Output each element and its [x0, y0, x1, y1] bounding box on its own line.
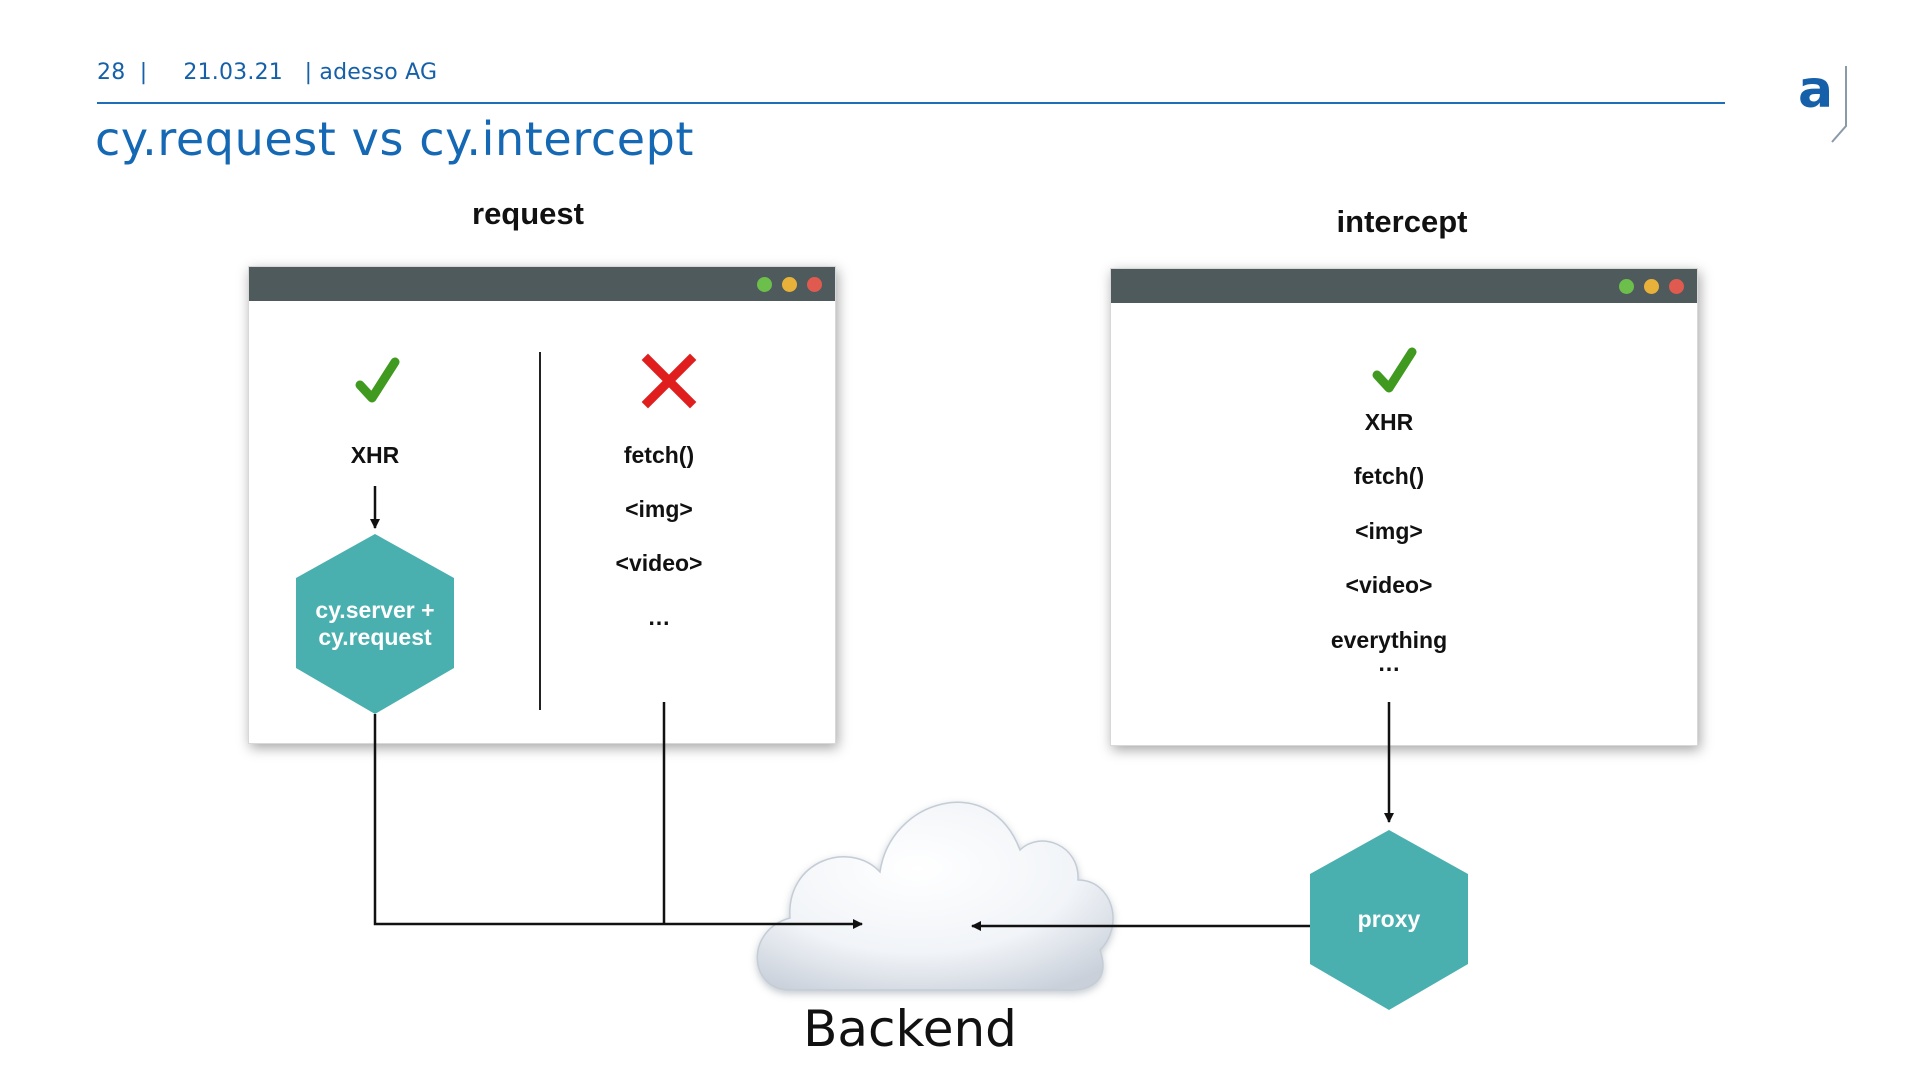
meta-separator: |: [304, 60, 313, 85]
meta-separator: |: [139, 60, 148, 85]
slide-title: cy.request vs cy.intercept: [95, 112, 695, 166]
cloud-icon: [756, 801, 1114, 992]
proxy-hexagon: [1310, 830, 1468, 1010]
window-minimize-dot: [1644, 279, 1659, 294]
logo-letter: a: [1798, 60, 1834, 120]
window-close-dot: [1669, 279, 1684, 294]
cross-icon: [641, 353, 697, 409]
check-icon: [355, 357, 400, 403]
window-titlebar: [1111, 269, 1697, 303]
request-connector: [373, 714, 863, 929]
proxy-label: proxy: [1357, 906, 1421, 932]
xhr-label: XHR: [350, 442, 400, 468]
unsupported-item: <img>: [625, 496, 693, 522]
intercept-item: everything: [1330, 627, 1448, 653]
unsupported-item: …: [647, 604, 671, 630]
check-icon: [1372, 347, 1417, 393]
window-maximize-dot: [1619, 279, 1634, 294]
backend-label: Backend: [803, 1000, 1017, 1058]
hexagon-label-line2: cy.request: [318, 624, 432, 650]
window-maximize-dot: [757, 277, 772, 292]
header-divider: [97, 102, 1725, 104]
slide-meta: 28 | 21.03.21 | adesso AG: [97, 60, 437, 85]
intercept-item: XHR: [1364, 409, 1414, 435]
adesso-logo: a: [1798, 60, 1856, 146]
window-close-dot: [807, 277, 822, 292]
intercept-item: <video>: [1345, 572, 1433, 598]
intercept-item: <img>: [1355, 518, 1423, 544]
request-heading: request: [472, 196, 584, 231]
window-minimize-dot: [782, 277, 797, 292]
hexagon-label-line1: cy.server +: [315, 597, 435, 623]
cy-request-hexagon: [296, 534, 454, 714]
logo-bracket-icon: [1831, 66, 1847, 143]
intercept-browser-window: [1110, 268, 1698, 746]
intercept-item: …: [1377, 650, 1401, 676]
page-number: 28: [97, 60, 126, 85]
unsupported-item: <video>: [615, 550, 703, 576]
intercept-heading: intercept: [1336, 204, 1468, 239]
unsupported-item: fetch(): [623, 442, 695, 468]
intercept-item: fetch(): [1353, 463, 1425, 489]
window-titlebar: [249, 267, 835, 301]
company-name: adesso AG: [319, 60, 438, 85]
slide-date: 21.03.21: [183, 60, 283, 85]
